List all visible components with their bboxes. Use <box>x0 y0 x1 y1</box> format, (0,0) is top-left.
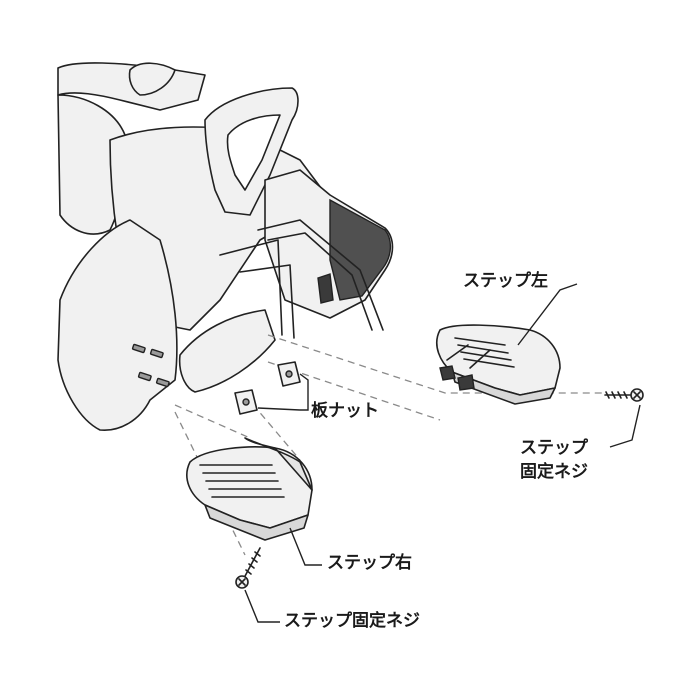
plate-nut-parts <box>234 361 301 415</box>
step-right-part <box>186 437 313 541</box>
label-step-right: ステップ右 <box>327 553 412 573</box>
leader-lines <box>244 283 641 623</box>
step-left-part <box>436 324 561 405</box>
label-step-screw-right-line2: 固定ネジ <box>520 462 588 482</box>
label-plate-nut: 板ナット <box>311 401 379 421</box>
label-step-screw-right-line1: ステップ <box>520 438 588 458</box>
label-step-left: ステップ左 <box>463 271 548 291</box>
child-seat-body <box>57 62 394 431</box>
step-screw-bottom-part <box>235 547 261 589</box>
label-step-screw-bottom: ステップ固定ネジ <box>284 611 420 631</box>
step-screw-right-part <box>604 388 644 402</box>
